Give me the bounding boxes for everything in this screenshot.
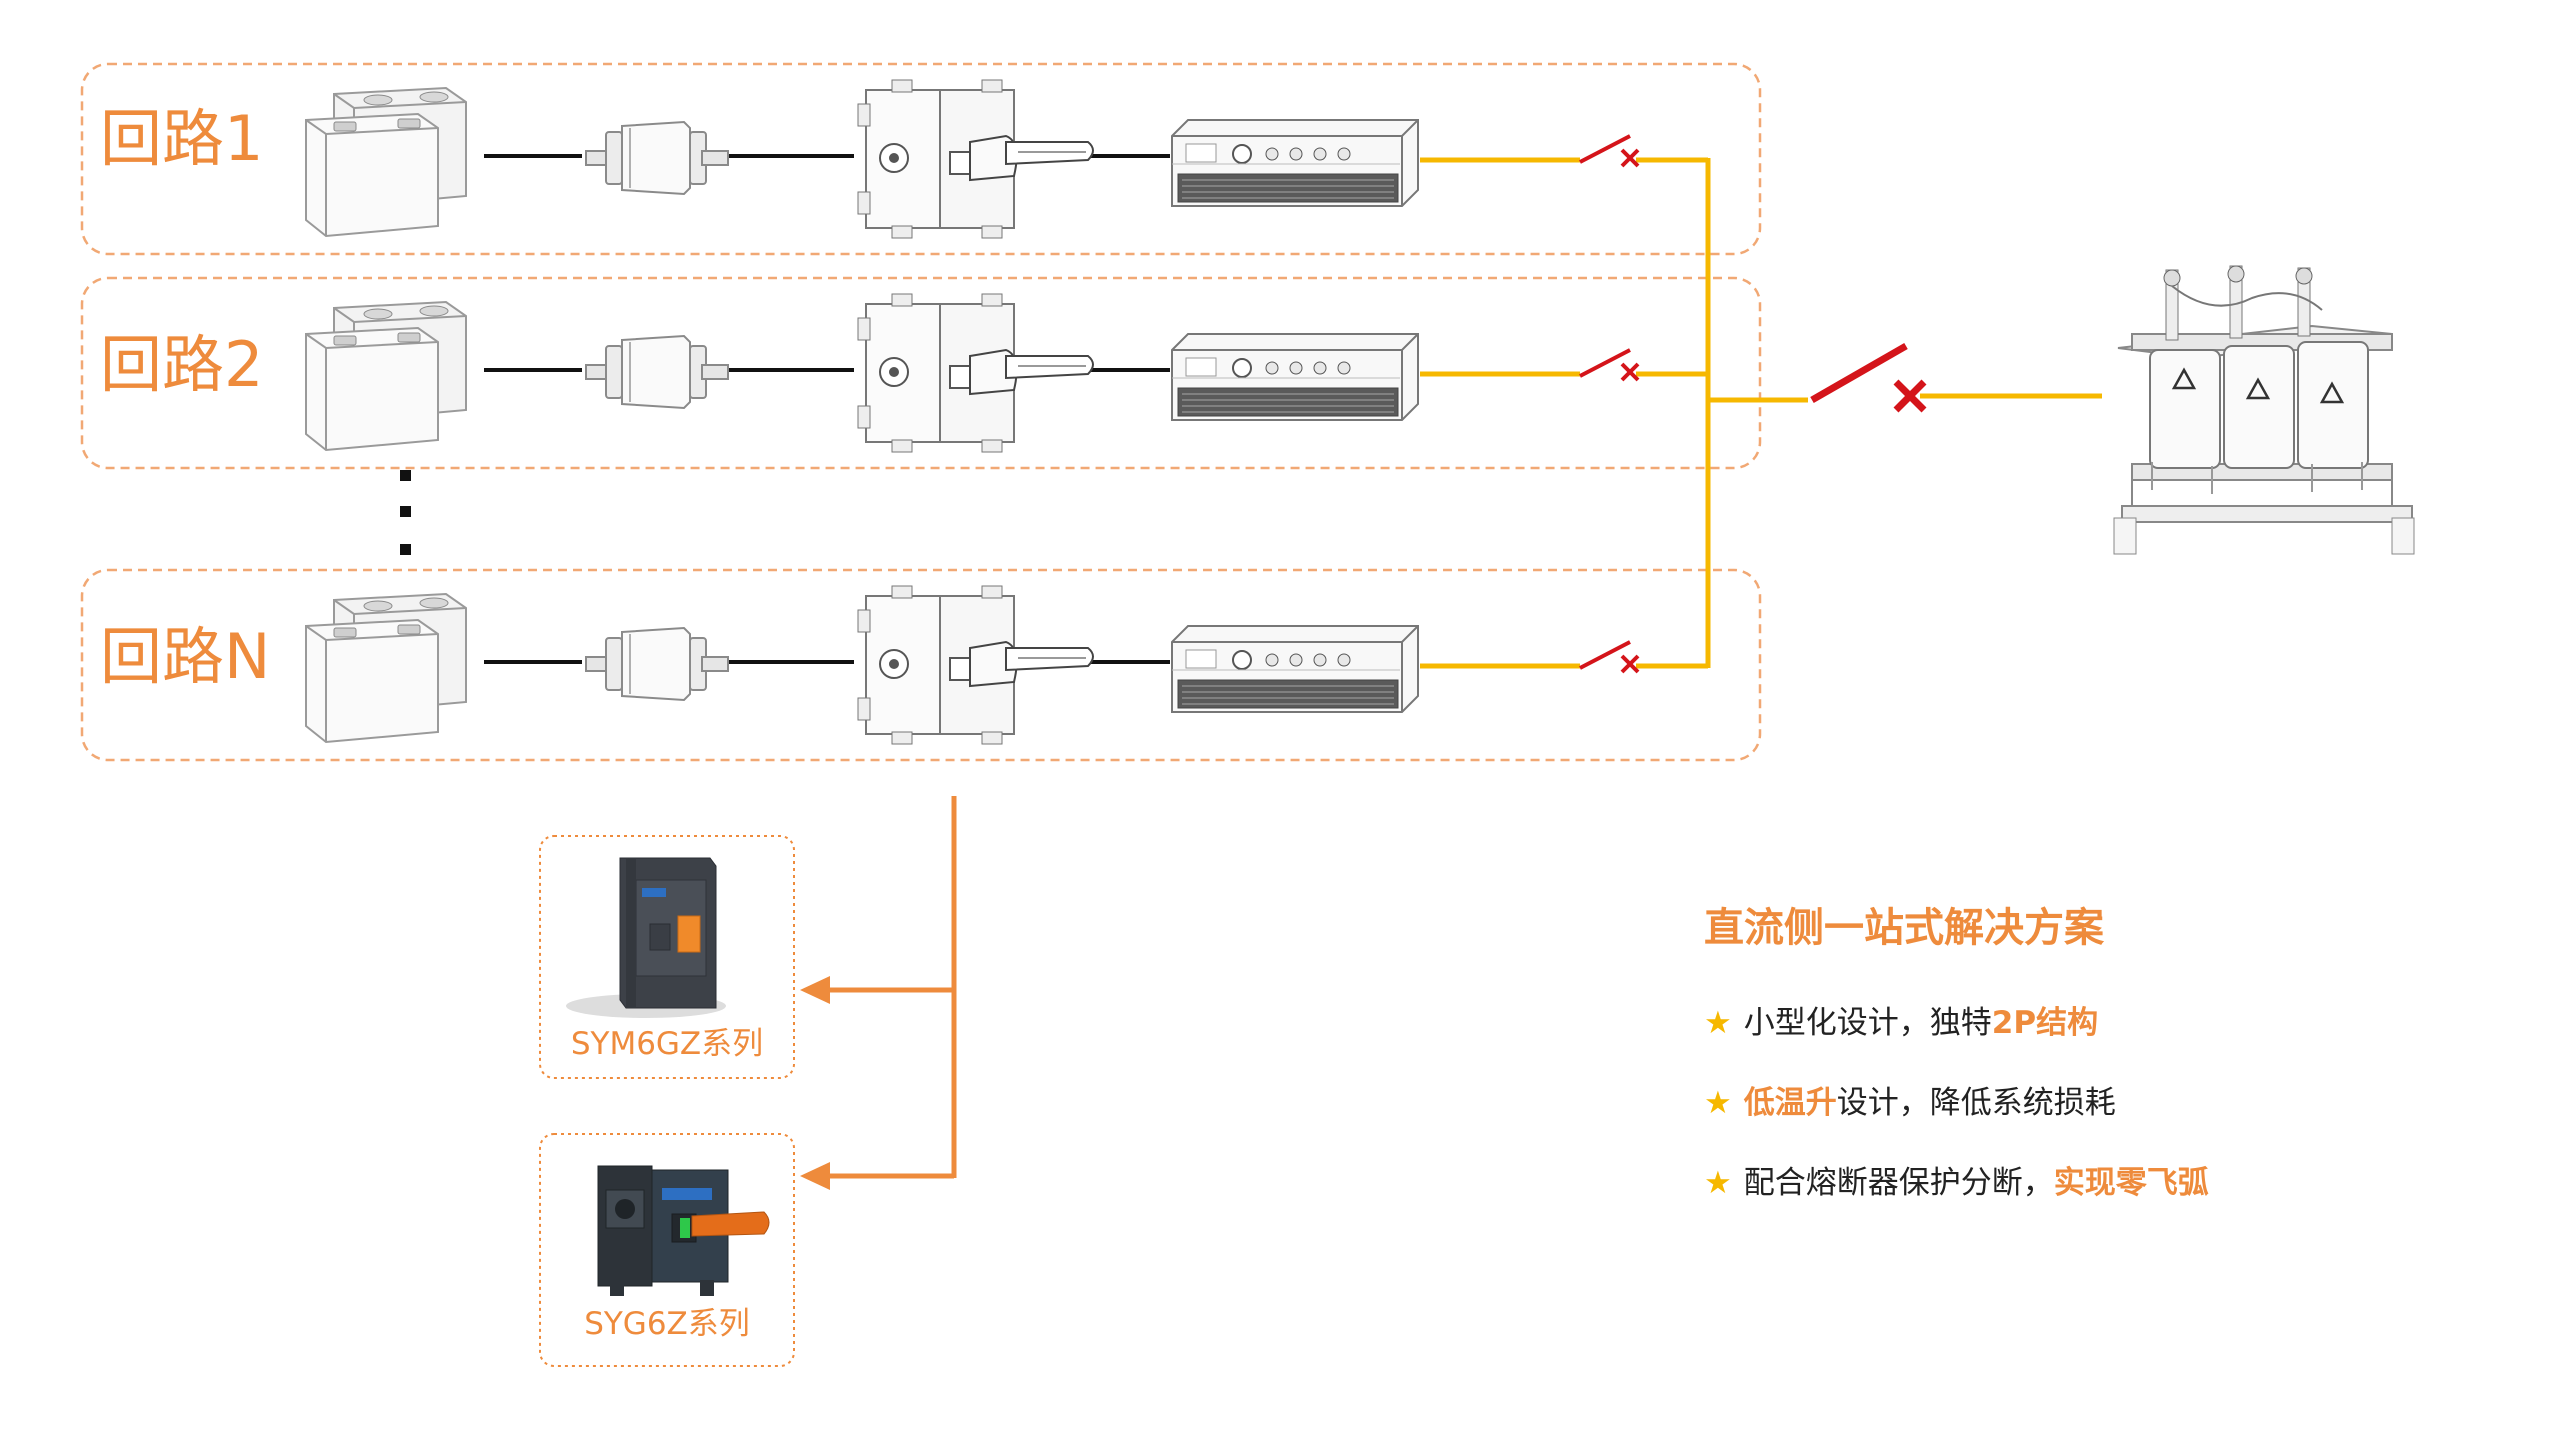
loop-label-1: 回路1 (100, 102, 264, 175)
loop-row-1 (305, 79, 1708, 239)
syg6z-product-image (597, 1165, 770, 1296)
feature-item-1: ★小型化设计，独特2P结构 (1704, 1005, 2099, 1041)
loop-frame-1 (80, 62, 1762, 256)
sym6gz-product-image (566, 857, 726, 1018)
battery-icon (305, 87, 467, 237)
product-frame-sym6gz (539, 835, 795, 1079)
loop-frame-n (80, 568, 1762, 762)
dc-isolator-icon (857, 293, 1094, 453)
breaker-icon (1578, 134, 1640, 168)
fuse-icon (585, 335, 729, 409)
features-title: 直流侧一站式解决方案 (1704, 905, 2104, 951)
ellipsis-dot (400, 470, 411, 481)
loop-label-n: 回路N (100, 620, 271, 693)
fuse-icon (585, 121, 729, 195)
product-frame-syg6z (539, 1133, 795, 1367)
product-label-sym6gz: SYM6GZ系列 (570, 1026, 764, 1062)
arrow-icon (800, 1162, 830, 1190)
dc-isolator-icon (857, 585, 1094, 745)
ellipsis-dot (400, 544, 411, 555)
battery-icon (305, 593, 467, 743)
star-icon: ★ (1704, 1165, 1732, 1201)
loop-row-2 (305, 293, 1708, 453)
arrow-icon (800, 976, 830, 1004)
breaker-icon (1578, 348, 1640, 382)
inverter-icon (1171, 625, 1419, 713)
main-breaker-icon (1810, 342, 1927, 413)
transformer-icon (2113, 265, 2415, 555)
ellipsis-dot (400, 506, 411, 517)
feature-item-2: ★低温升设计，降低系统损耗 (1704, 1085, 2116, 1121)
inverter-icon (1171, 119, 1419, 207)
battery-icon (305, 301, 467, 451)
star-icon: ★ (1704, 1005, 1732, 1041)
product-label-syg6z: SYG6Z系列 (584, 1306, 750, 1342)
dc-isolator-icon (857, 79, 1094, 239)
breaker-icon (1578, 640, 1640, 674)
inverter-icon (1171, 333, 1419, 421)
fuse-icon (585, 627, 729, 701)
star-icon: ★ (1704, 1085, 1732, 1121)
features-panel: 直流侧一站式解决方案 ★小型化设计，独特2P结构 ★低温升设计，降低系统损耗 ★… (1704, 895, 2209, 1237)
loop-frame-2 (80, 276, 1762, 470)
loop-row-n (305, 585, 1708, 745)
loop-label-2: 回路2 (100, 328, 264, 401)
feature-item-3: ★配合熔断器保护分断，实现零飞弧 (1704, 1165, 2209, 1201)
